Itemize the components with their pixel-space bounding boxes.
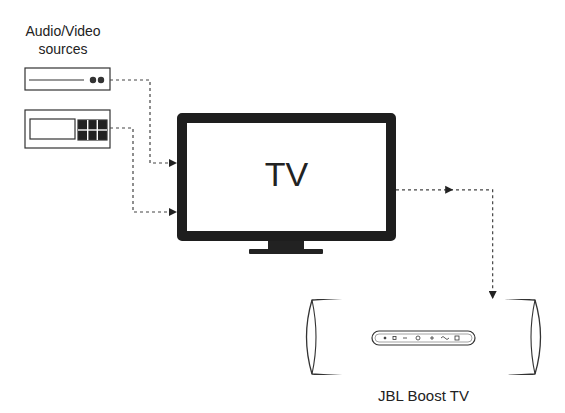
tv-screen: TV [177, 113, 396, 241]
device-label: JBL Boost TV [300, 387, 547, 404]
source-label: Audio/Video sources [8, 22, 118, 58]
soundbar: JBL Boost TV [300, 299, 547, 407]
tv-label: TV [265, 155, 308, 194]
source-device-1 [25, 68, 110, 90]
source-wires [110, 80, 176, 212]
arrowhead [445, 186, 453, 194]
source-device-2 [25, 110, 110, 148]
signal-arrow [396, 190, 493, 298]
tv-stand [249, 239, 323, 254]
soundbar-outline [300, 299, 547, 375]
